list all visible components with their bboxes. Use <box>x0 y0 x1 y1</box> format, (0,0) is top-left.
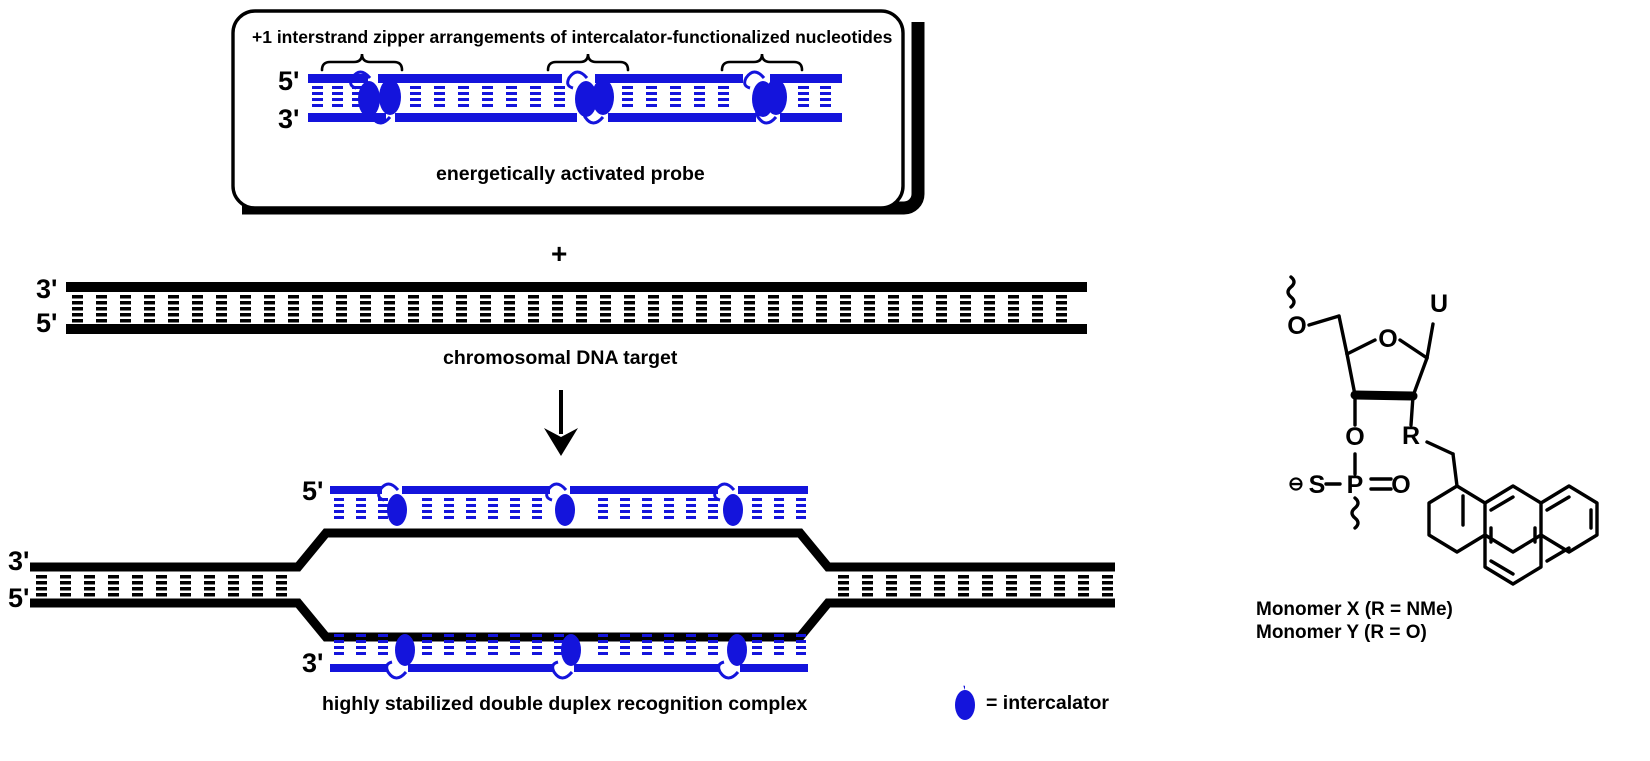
complex-lower-3prime: 3' <box>302 648 324 678</box>
probe-base-pair-rungs <box>312 86 831 107</box>
lower-probe-rungs <box>334 634 806 655</box>
pyrene-intercalator <box>1427 484 1599 586</box>
intercalator-icon <box>395 634 415 666</box>
legend-text: = intercalator <box>986 691 1110 714</box>
dloop-upper-target-strand <box>30 528 1115 572</box>
probe-label-3prime: 3' <box>278 104 300 134</box>
probe-bottom-backbone <box>308 113 842 122</box>
atom-label-base-u: U <box>1430 290 1448 318</box>
intercalator-icon <box>555 494 575 526</box>
monomer-x-label: Monomer X (R = NMe) <box>1256 599 1453 620</box>
atom-label-oxo: O <box>1391 471 1410 499</box>
monomer-y-label: Monomer Y (R = O) <box>1256 622 1427 643</box>
bond-c2-r <box>1409 394 1415 427</box>
complex-upper-5prime: 5' <box>302 476 324 506</box>
target-caption: chromosomal DNA target <box>443 347 678 369</box>
atom-label-o3: O <box>1345 423 1364 451</box>
complex-dloop <box>30 525 1120 645</box>
energetically-activated-probe-panel <box>228 8 925 216</box>
probe-heading: +1 interstrand zipper arrangements of in… <box>252 27 893 47</box>
lower-probe-backbone <box>330 664 808 672</box>
complex-caption: highly stabilized double duplex recognit… <box>322 693 808 715</box>
atom-label-r: R <box>1402 422 1420 450</box>
intercalator-icon <box>727 634 747 666</box>
target-label-3prime: 3' <box>36 274 58 304</box>
bond-squiggle-5prime <box>1286 275 1296 309</box>
probe-label-5prime: 5' <box>278 66 300 96</box>
atom-label-o5: O <box>1287 312 1306 340</box>
intercalator-icon <box>575 81 597 117</box>
atom-label-ring-o: O <box>1378 325 1397 353</box>
bond-r-ch2 <box>1425 440 1455 456</box>
intercalator-icon <box>723 494 743 526</box>
ring-c4-c3 <box>1345 352 1357 397</box>
ring-o-c1 <box>1398 338 1429 360</box>
chromosomal-dna-target-duplex <box>66 282 1091 338</box>
target-top-strand <box>66 282 1087 292</box>
complex-target-3prime: 3' <box>8 546 30 576</box>
ring-c3-c2-wedge <box>1350 390 1418 401</box>
complex-target-5prime: 5' <box>8 583 30 613</box>
intercalator-icon <box>387 494 407 526</box>
atom-label-p: P <box>1347 471 1364 499</box>
panel-border <box>231 9 905 210</box>
intercalator-icon <box>765 79 787 115</box>
arrowhead-down-icon <box>544 428 578 456</box>
legend: = intercalator <box>952 685 1110 720</box>
atom-label-charge: ⊖ <box>1288 474 1304 495</box>
plus-symbol: + <box>551 238 568 269</box>
probe-duplex <box>270 52 870 142</box>
bond-o5-ch2 <box>1307 314 1341 327</box>
reaction-arrow <box>540 390 582 456</box>
bond-ch2-c4 <box>1337 314 1349 356</box>
probe-caption: energetically activated probe <box>436 163 705 185</box>
intercalator-group <box>377 482 743 526</box>
monomer-chemical-structure: O O U O R S P O ⊖ <box>1195 262 1645 602</box>
bond-ch2-pyrene <box>1451 452 1459 488</box>
atom-label-s: S <box>1309 471 1326 499</box>
upper-probe-backbone <box>330 486 808 494</box>
intercalator-icon <box>592 79 614 115</box>
ring-c1-c2 <box>1411 356 1429 398</box>
intercalator-pair <box>566 70 614 125</box>
upper-probe-rungs <box>334 498 806 519</box>
complex-lower-probe <box>330 628 810 690</box>
target-base-pair-rungs <box>72 295 1067 323</box>
ring-c4-o <box>1345 338 1377 356</box>
intercalator-pair <box>743 70 787 125</box>
zipper-braces <box>320 53 804 72</box>
bond-c1-base <box>1425 322 1435 360</box>
panel-shadow <box>242 22 925 215</box>
probe-top-backbone <box>308 74 842 83</box>
intercalator-icon <box>561 634 581 666</box>
intercalator-group <box>385 634 747 680</box>
dloop-flank-rungs <box>36 575 1113 597</box>
bond-squiggle-3prime <box>1350 496 1360 530</box>
target-label-5prime: 5' <box>36 308 58 338</box>
complex-upper-probe <box>330 478 810 538</box>
target-bottom-strand <box>66 324 1087 334</box>
legend-intercalator-icon <box>955 685 975 720</box>
intercalator-icon <box>379 79 401 115</box>
intercalator-icon <box>358 81 380 117</box>
intercalator-pair <box>349 70 401 125</box>
